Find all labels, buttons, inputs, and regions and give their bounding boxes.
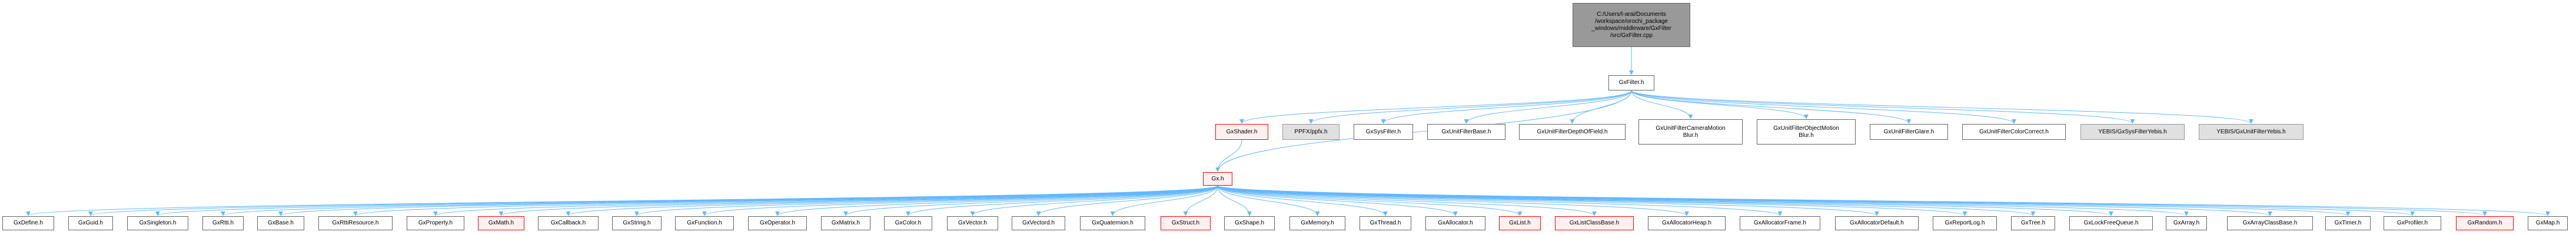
edge-gx-to-gxquaternion (1110, 185, 1218, 216)
node-gx-allocator-default[interactable]: GxAllocatorDefault.h (1835, 216, 1919, 230)
edge-gxfilter-to-gxunitfilterdepthoffield (1570, 90, 1632, 124)
node-gx-tree[interactable]: GxTree.h (2011, 216, 2055, 230)
node-gx-allocator-frame[interactable]: GxAllocatorFrame.h (1740, 216, 1820, 230)
node-gx-unit-filter-glare[interactable]: GxUnitFilterGlare.h (1870, 124, 1948, 140)
edge-gx-to-gxmemory (1217, 185, 1320, 216)
node-root[interactable]: C:/Users/t-arai/Documents /workspace/oro… (1573, 3, 1690, 47)
node-gx-guid[interactable]: GxGuid.h (68, 216, 113, 230)
edge-gx-to-gxallocatordefault (1217, 185, 1879, 216)
node-gx-operator[interactable]: GxOperator.h (748, 216, 807, 230)
node-gx[interactable]: Gx.h (1203, 172, 1232, 186)
node-gx-string[interactable]: GxString.h (612, 216, 662, 230)
node-gx-color[interactable]: GxColor.h (884, 216, 932, 230)
node-gx-sys-filter[interactable]: GxSysFilter.h (1354, 124, 1413, 140)
edge-gxfilter-to-gxunitfilteryebis (1631, 90, 2253, 124)
edge-gx-to-gxcallback (566, 185, 1218, 216)
node-gx-vectord[interactable]: GxVectord.h (1012, 216, 1065, 230)
node-gx-define[interactable]: GxDefine.h (2, 216, 54, 230)
edge-gx-to-gxbase (278, 185, 1218, 216)
node-gx-list[interactable]: GxList.h (1499, 216, 1541, 230)
node-gx-timer[interactable]: GxTimer.h (2325, 216, 2371, 230)
edge-gx-to-gxallocatorheap (1217, 185, 1689, 216)
edge-gx-to-gxmap (1217, 185, 2550, 216)
edge-gxfilter-to-gxunitfilterglare (1631, 90, 1912, 124)
edge-gxfilter-to-gxsysfilter (1381, 90, 1632, 124)
edge-gx-to-gxthread (1217, 185, 1388, 216)
edge-gx-to-gxcolor (906, 185, 1218, 216)
edge-gx-to-gxallocator (1217, 185, 1458, 216)
node-gx-allocator-heap[interactable]: GxAllocatorHeap.h (1648, 216, 1726, 230)
edge-gxfilter-to-gxunitfiltercameramotionblur (1631, 90, 1693, 119)
node-gx-list-class-base[interactable]: GxListClassBase.h (1555, 216, 1634, 230)
edge-gx-to-gxmath (498, 185, 1218, 216)
edge-gx-to-gxvector (970, 185, 1218, 216)
edge-gx-to-gxoperator (775, 185, 1218, 216)
node-gx-array-class-base[interactable]: GxArrayClassBase.h (2227, 216, 2313, 230)
node-gx-function[interactable]: GxFunction.h (675, 216, 734, 230)
node-gx-quaternion[interactable]: GxQuaternion.h (1080, 216, 1145, 230)
node-gx-memory[interactable]: GxMemory.h (1289, 216, 1345, 230)
edge-gx-to-gxstruct (1183, 185, 1218, 216)
node-gx-allocator[interactable]: GxAllocator.h (1425, 216, 1485, 230)
node-ppfx[interactable]: PPFX/ppfx.h (1282, 124, 1339, 140)
node-gx-unit-filter-camera-motion-blur[interactable]: GxUnitFilterCameraMotion Blur.h (1638, 119, 1743, 145)
edge-gxfilter-to-gxunitfilterbase (1464, 90, 1632, 124)
edge-gx-to-gxallocatorframe (1217, 185, 1783, 216)
edge-gx-to-gxmatrix (843, 185, 1218, 216)
node-gx-report-log[interactable]: GxReportLog.h (1933, 216, 1997, 230)
node-gx-callback[interactable]: GxCallback.h (538, 216, 599, 230)
node-gx-filter[interactable]: GxFilter.h (1608, 75, 1654, 90)
edge-gx-to-gxshape (1217, 185, 1252, 216)
node-gx-profiler[interactable]: GxProfiler.h (2384, 216, 2441, 230)
edge-gx-to-gxlistclassbase (1217, 185, 1597, 216)
edge-gx-to-gxtree (1217, 185, 2036, 216)
edge-gx-to-gxarrayclassbase (1217, 185, 2272, 216)
node-gx-lock-free-queue[interactable]: GxLockFreeQueue.h (2069, 216, 2153, 230)
node-gx-base[interactable]: GxBase.h (257, 216, 304, 230)
node-gx-unit-filter-yebis[interactable]: YEBIS/GxUnitFilterYebis.h (2199, 124, 2304, 140)
edge-gx-to-gxrttiresource (353, 185, 1218, 216)
edge-gx-to-gxvectord (1036, 185, 1218, 216)
node-gx-vector[interactable]: GxVector.h (947, 216, 998, 230)
node-gx-property[interactable]: GxProperty.h (407, 216, 464, 230)
edge-gxfilter-to-ppfx (1308, 90, 1632, 124)
node-gx-unit-filter-base[interactable]: GxUnitFilterBase.h (1427, 124, 1505, 140)
edge-gxfilter-to-gxunitfiltercolorcorrect (1631, 90, 2016, 124)
edge-gx-to-gxfunction (702, 185, 1218, 216)
edge-gxfilter-to-gx (1215, 90, 1632, 172)
node-gx-struct[interactable]: GxStruct.h (1161, 216, 1211, 230)
node-gx-matrix[interactable]: GxMatrix.h (821, 216, 870, 230)
node-gx-array[interactable]: GxArray.h (2166, 216, 2207, 230)
node-gx-shape[interactable]: GxShape.h (1224, 216, 1275, 230)
edge-gx-to-gxlockfreequeue (1217, 185, 2113, 216)
node-gx-singleton[interactable]: GxSingleton.h (127, 216, 188, 230)
edge-gxfilter-to-gxshader (1239, 90, 1632, 124)
edge-gxfilter-to-gxsysfilteryebis (1631, 90, 2135, 124)
edge-gxshader-to-gx (1215, 139, 1242, 172)
node-gx-sys-filter-yebis[interactable]: YEBIS/GxSysFilterYebis.h (2080, 124, 2185, 140)
node-gx-math[interactable]: GxMath.h (478, 216, 524, 230)
edge-gxfilter-to-gxunitfilterobjectmotionblur (1631, 90, 1809, 119)
node-gx-unit-filter-depth-of-field[interactable]: GxUnitFilterDepthOfField.h (1519, 124, 1626, 140)
node-gx-unit-filter-color-correct[interactable]: GxUnitFilterColorCorrect.h (1962, 124, 2066, 140)
node-gx-thread[interactable]: GxThread.h (1360, 216, 1411, 230)
node-gx-random[interactable]: GxRandom.h (2456, 216, 2514, 230)
node-gx-rtti-resource[interactable]: GxRttiResource.h (318, 216, 393, 230)
edge-gx-to-gxstring (634, 185, 1218, 216)
node-gx-shader[interactable]: GxShader.h (1215, 124, 1268, 140)
edge-gx-to-gxlist (1217, 185, 1523, 216)
node-gx-unit-filter-object-motion-blur[interactable]: GxUnitFilterObjectMotion Blur.h (1757, 119, 1856, 145)
node-gx-rtti[interactable]: GxRtti.h (202, 216, 244, 230)
node-gx-map[interactable]: GxMap.h (2528, 216, 2568, 230)
